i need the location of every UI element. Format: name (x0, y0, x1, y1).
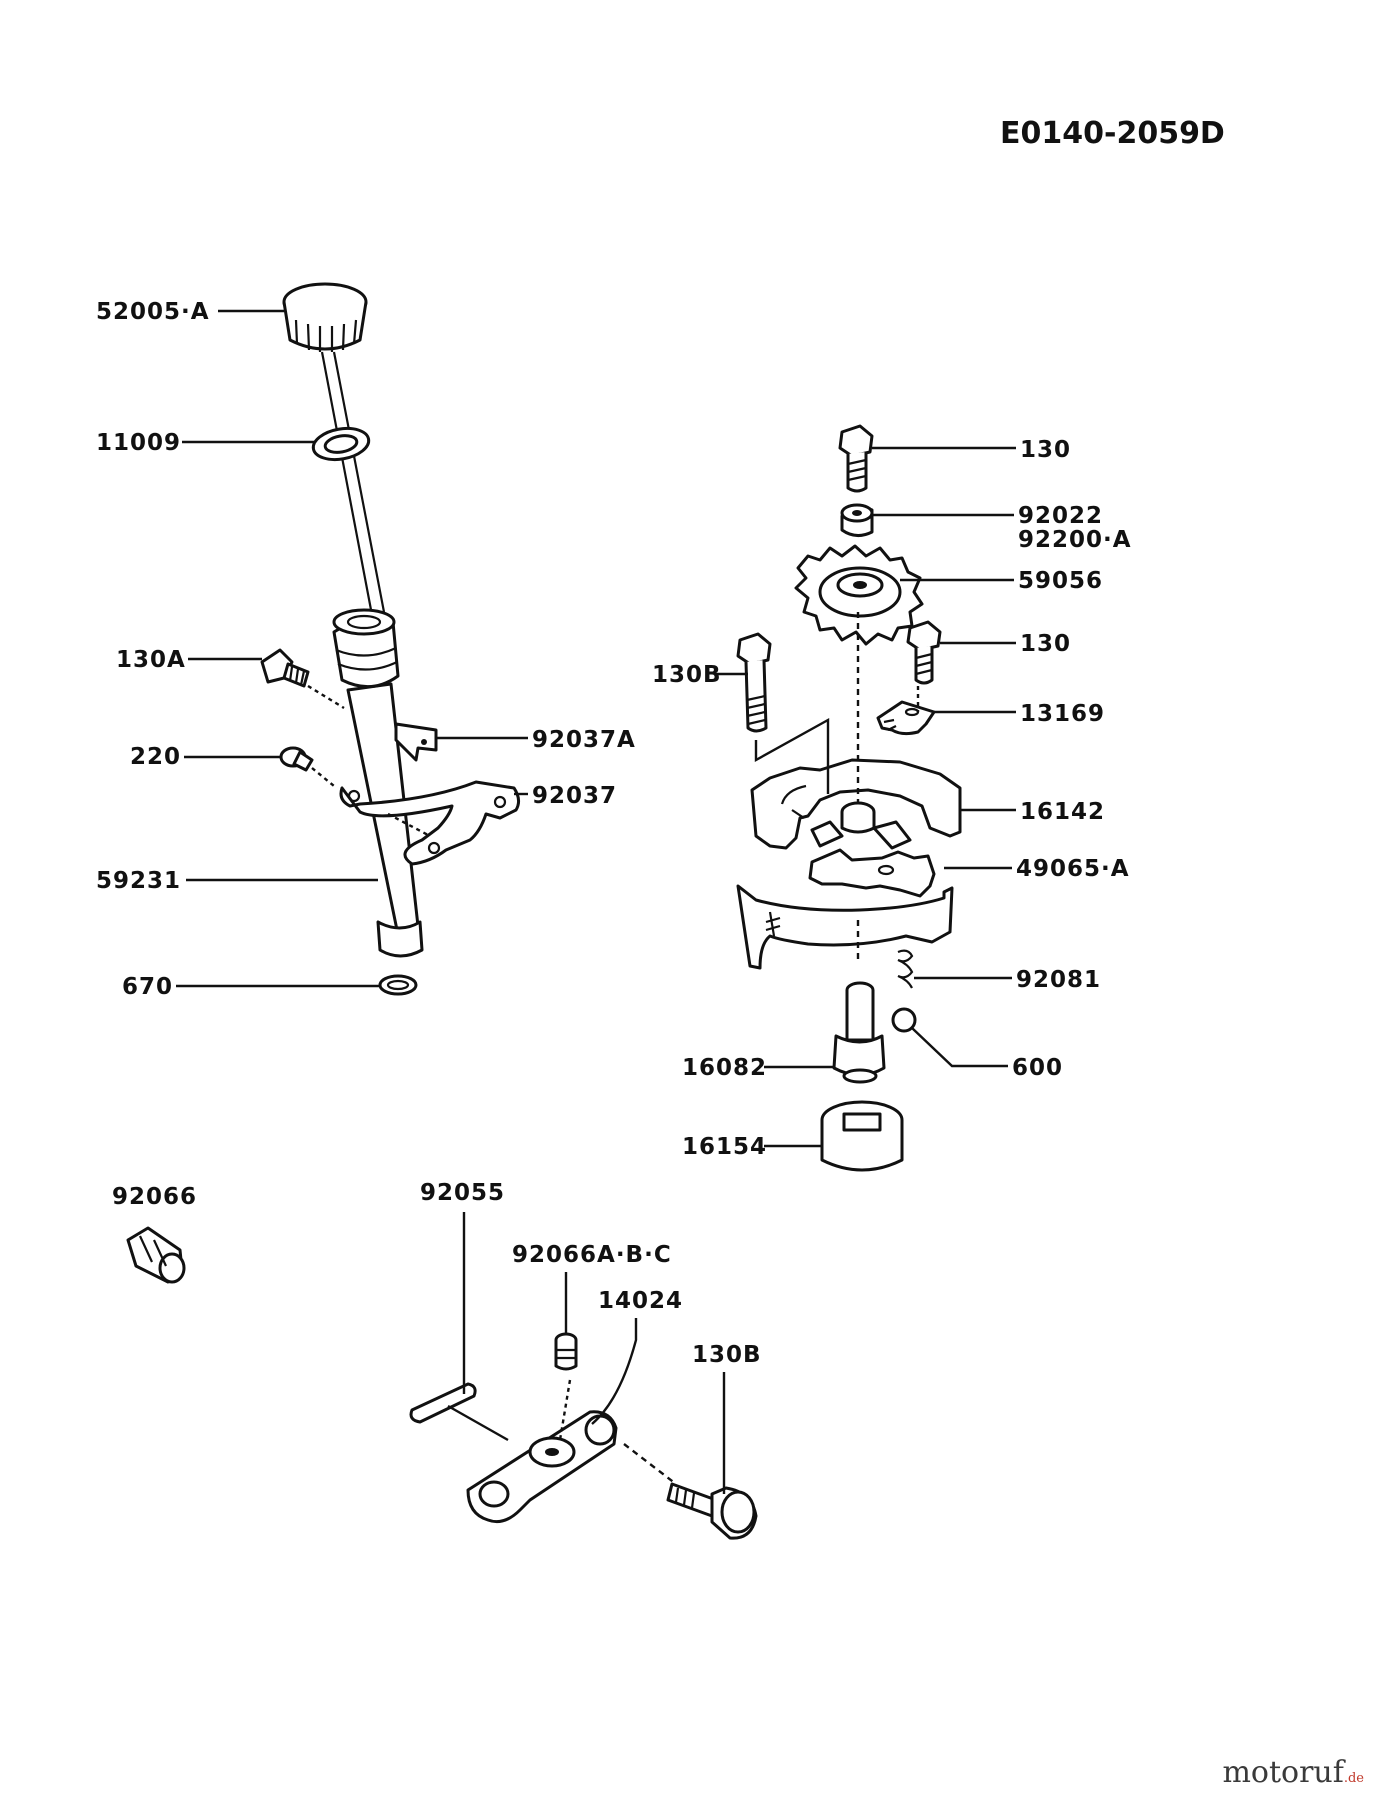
part-59231-tube[interactable] (332, 608, 424, 958)
label-13169: 13169 (1020, 701, 1105, 727)
part-130-bolt-mid[interactable] (906, 620, 942, 685)
part-670-oring[interactable] (378, 974, 418, 996)
part-14024-lever[interactable] (466, 1379, 618, 1524)
label-92022: 92022 (1018, 503, 1103, 529)
part-52005A-cap[interactable] (282, 282, 368, 352)
part-16142-governor[interactable] (750, 758, 962, 850)
part-92066-plug[interactable] (126, 1226, 186, 1284)
label-92200A: 92200·A (1018, 527, 1132, 553)
label-59231: 59231 (96, 868, 181, 894)
part-49065A-housing[interactable] (736, 848, 954, 970)
label-52005A: 52005·A (96, 299, 210, 325)
label-92037A: 92037A (532, 727, 636, 753)
labels-left: 52005·A 11009 130A 220 59231 670 92037A … (96, 299, 636, 1000)
label-92055: 92055 (420, 1180, 505, 1206)
part-92066ABC-plug[interactable] (554, 1332, 578, 1371)
label-130B-bottom: 130B (692, 1342, 762, 1368)
part-16082-shaft[interactable] (832, 981, 886, 1084)
label-92066ABC: 92066A·B·C (512, 1242, 672, 1268)
governor-assembly (736, 424, 962, 1172)
part-92037A-bracket[interactable] (394, 722, 438, 762)
label-92081: 92081 (1016, 967, 1101, 993)
lever-assembly (126, 1226, 758, 1540)
part-92037-clamp[interactable] (339, 780, 521, 866)
dipstick-assembly (260, 282, 521, 996)
label-59056: 59056 (1018, 568, 1103, 594)
label-130A: 130A (116, 647, 186, 673)
label-49065A: 49065·A (1016, 856, 1130, 882)
part-16154-collar[interactable] (820, 1100, 904, 1172)
part-600-ball[interactable] (891, 1007, 917, 1033)
watermark: motoruf.de (1222, 1755, 1364, 1790)
part-59056-gear[interactable] (794, 544, 924, 646)
part-92022-washer[interactable] (840, 503, 874, 537)
diagram-code: E0140-2059D (1000, 116, 1225, 151)
label-16082: 16082 (682, 1055, 767, 1081)
label-92066: 92066 (112, 1184, 197, 1210)
labels-right: 130 92022 92200·A 59056 130 130B 13169 1… (652, 437, 1132, 1160)
part-130-bolt-top[interactable] (838, 424, 874, 493)
part-130A-bolt[interactable] (260, 648, 345, 710)
label-130-top: 130 (1020, 437, 1071, 463)
part-13169-plate[interactable] (876, 700, 936, 736)
part-130B-bolt-bottom[interactable] (623, 1443, 758, 1540)
watermark-suffix: .de (1343, 1771, 1364, 1786)
part-92055-pin[interactable] (409, 1382, 509, 1442)
label-130-mid: 130 (1020, 631, 1071, 657)
labels-bottom: 92066 92055 92066A·B·C 14024 130B (112, 1180, 762, 1494)
label-130B-left: 130B (652, 662, 722, 688)
label-11009: 11009 (96, 430, 181, 456)
label-14024: 14024 (598, 1288, 683, 1314)
label-16154: 16154 (682, 1134, 767, 1160)
part-130B-bolt-left[interactable] (736, 632, 772, 733)
label-670: 670 (122, 974, 173, 1000)
label-600: 600 (1012, 1055, 1063, 1081)
part-92081-spring[interactable] (897, 949, 914, 989)
part-220-bolt[interactable] (279, 746, 335, 787)
label-92037: 92037 (532, 783, 617, 809)
part-11009-seal[interactable] (311, 424, 371, 463)
label-220: 220 (130, 744, 181, 770)
watermark-brand: motoruf (1222, 1755, 1344, 1790)
label-16142: 16142 (1020, 799, 1105, 825)
